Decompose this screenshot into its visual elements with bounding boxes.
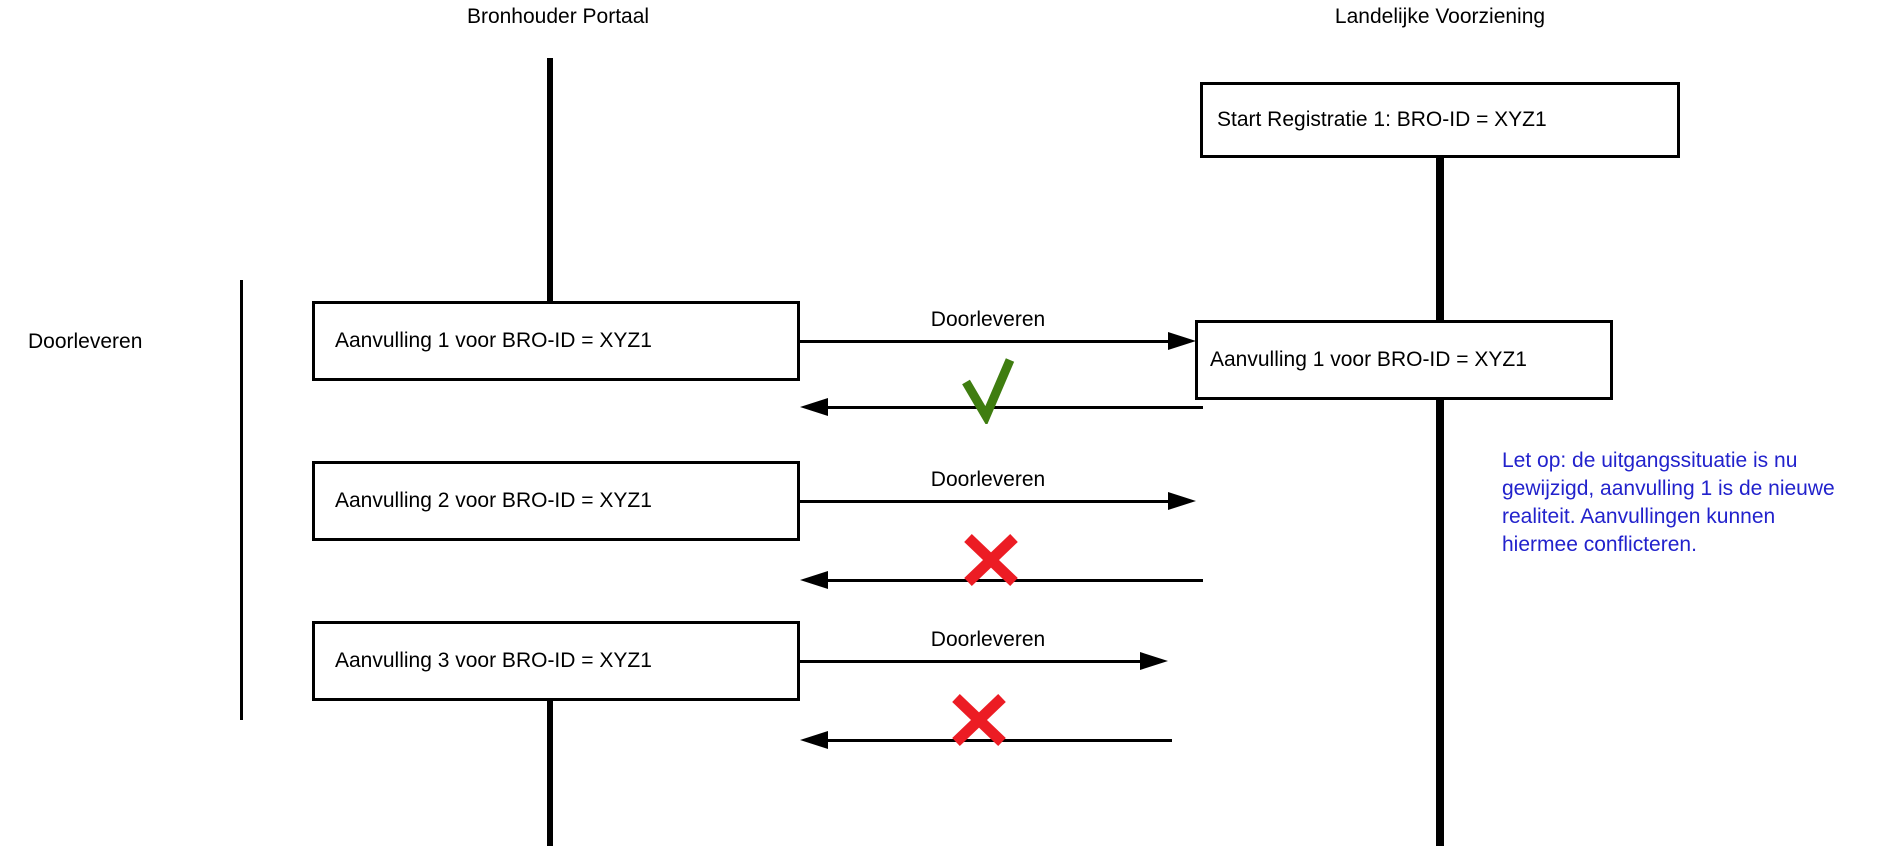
aanvulling-1-left-label: Aanvulling 1 voor BRO-ID = XYZ1	[335, 329, 652, 352]
aanvulling-2-left-label: Aanvulling 2 voor BRO-ID = XYZ1	[335, 489, 652, 512]
aanvulling-3-box-left: Aanvulling 3 voor BRO-ID = XYZ1	[312, 621, 800, 701]
doorleveren-arrow-3-line	[800, 660, 1140, 663]
doorleveren-arrow-2-line	[800, 500, 1168, 503]
response-arrow-1-line	[828, 406, 1203, 409]
lifeline-bronhouder-top-segment	[547, 58, 553, 302]
aanvulling-1-box-left: Aanvulling 1 voor BRO-ID = XYZ1	[312, 301, 800, 381]
doorleveren-arrow-1-line	[800, 340, 1168, 343]
doorleveren-arrow-label-2: Doorleveren	[930, 468, 1046, 491]
conflict-note: Let op: de uitgangssituatie is nu gewijz…	[1502, 447, 1902, 559]
start-registratie-label: Start Registratie 1: BRO-ID = XYZ1	[1217, 108, 1547, 131]
response-arrow-3-head-icon	[800, 731, 828, 749]
response-arrow-1-head-icon	[800, 398, 828, 416]
doorleveren-arrow-1-head-icon	[1168, 332, 1196, 350]
aanvulling-2-box-left: Aanvulling 2 voor BRO-ID = XYZ1	[312, 461, 800, 541]
doorleveren-arrow-2-head-icon	[1168, 492, 1196, 510]
x-icon	[952, 694, 1006, 746]
conflict-note-line: gewijzigd, aanvulling 1 is de nieuwe	[1502, 477, 1835, 500]
x-icon	[964, 534, 1018, 586]
lifeline-landelijke-voorziening	[1436, 156, 1444, 846]
doorleveren-arrow-3-head-icon	[1140, 652, 1168, 670]
aanvulling-1-box-right: Aanvulling 1 voor BRO-ID = XYZ1	[1195, 320, 1613, 400]
doorleveren-arrow-label-1: Doorleveren	[930, 308, 1046, 331]
response-arrow-2-head-icon	[800, 571, 828, 589]
response-arrow-2-line	[828, 579, 1203, 582]
aanvulling-1-right-label: Aanvulling 1 voor BRO-ID = XYZ1	[1210, 348, 1527, 371]
lifeline-bronhouder-bottom-segment	[547, 700, 553, 846]
aanvulling-3-left-label: Aanvulling 3 voor BRO-ID = XYZ1	[335, 649, 652, 672]
doorleveren-arrow-label-3: Doorleveren	[930, 628, 1046, 651]
doorleveren-group-label: Doorleveren	[28, 330, 143, 353]
conflict-note-line: Let op: de uitgangssituatie is nu	[1502, 449, 1798, 472]
conflict-note-line: hiermee conflicteren.	[1502, 533, 1697, 556]
doorleveren-group-bracket	[240, 280, 243, 720]
conflict-note-line: realiteit. Aanvullingen kunnen	[1502, 505, 1776, 528]
actor-title-bronhouder-portaal: Bronhouder Portaal	[466, 5, 650, 28]
start-registratie-box: Start Registratie 1: BRO-ID = XYZ1	[1200, 82, 1680, 158]
actor-title-landelijke-voorziening: Landelijke Voorziening	[1334, 5, 1546, 28]
check-icon	[962, 358, 1015, 424]
